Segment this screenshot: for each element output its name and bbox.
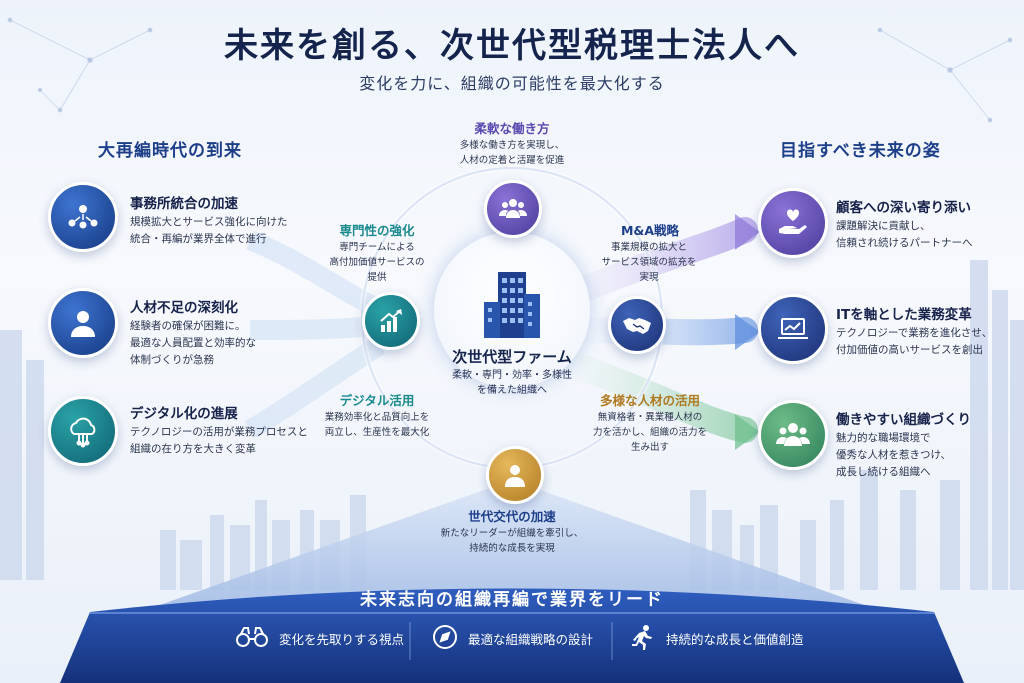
pillar-diversity-text: 無資格者・異業種人材の 力を活かし、組織の活力を 生み出す (592, 412, 707, 453)
cloud-circuit-icon (48, 396, 118, 466)
pillar-expertise-text: 専門チームによる 高付加価値サービスの 提供 (329, 242, 425, 283)
center-title: 次世代型ファーム (452, 348, 572, 366)
right-item-3-title: 働きやすい組織づくり (836, 412, 971, 428)
pillar-diversity-title: 多様な人材の活用 (599, 393, 700, 408)
growth-chart-icon (362, 292, 420, 350)
binoculars-icon (235, 626, 269, 651)
bottom-title: 未来志向の組織再編で業界をリード (360, 590, 664, 610)
laptop-chart-icon (758, 294, 828, 364)
pillar-flexible-title: 柔軟な働き方 (474, 121, 550, 136)
right-item-1-title: 顧客への深い寄り添い (836, 200, 971, 216)
pillar-flexible-text: 多様な働き方を実現し、 人材の定着と活躍を促進 (459, 140, 565, 166)
left-item-3-text: テクノロジーの活用が業務プロセスと 組織の在り方を大きく変革 (130, 426, 308, 455)
pillar-expertise-title: 専門性の強化 (339, 223, 415, 238)
bottom-item-1-label: 変化を先取りする視点 (279, 632, 405, 647)
pillar-digital-text: 業務効率化と品質向上を 両立し、生産性を最大化 (324, 412, 430, 438)
pillar-ma-title: M&A戦略 (620, 223, 679, 238)
bottom-item-2: 最適な組織戦略の設計 (432, 624, 593, 653)
page-subtitle: 変化を力に、組織の可能性を最大化する (359, 74, 665, 93)
pillar-ma-text: 事業規模の拡大と サービス領域の拡充を 実現 (601, 242, 697, 283)
heart-hand-icon (758, 188, 828, 258)
page-title: 未来を創る、次世代型税理士法人へ (224, 26, 800, 66)
building-icon (482, 268, 542, 344)
right-item-2-title: ITを軸とした業務変革 (836, 307, 972, 323)
leader-icon (486, 446, 544, 504)
bottom-item-3: 持続的な成長と価値創造 (630, 624, 804, 653)
bottom-item-2-label: 最適な組織戦略の設計 (468, 632, 594, 647)
network-people-icon (48, 182, 118, 252)
bottom-item-3-label: 持続的な成長と価値創造 (666, 632, 804, 647)
bottom-item-1: 変化を先取りする視点 (235, 626, 404, 651)
left-item-1-title: 事務所統合の加速 (130, 196, 238, 212)
left-item-2-text: 経験者の確保が困難に。 最適な人員配置と効率的な 体制づくりが急務 (130, 320, 256, 366)
left-item-2-title: 人材不足の深刻化 (130, 300, 238, 316)
pillar-generation-text: 新たなリーダーが組織を牽引し、 持続的な成長を実現 (440, 528, 584, 554)
left-item-3-title: デジタル化の進展 (130, 406, 238, 422)
pillar-digital-title: デジタル活用 (339, 393, 415, 408)
right-item-3-text: 魅力的な職場環境で 優秀な人材を惹きつけ、 成長し続ける組織へ (836, 432, 951, 478)
left-heading: 大再編時代の到来 (98, 141, 242, 161)
pillar-generation-title: 世代交代の加速 (468, 509, 556, 524)
runner-icon (630, 624, 656, 653)
right-item-1-text: 課題解決に貢献し、 信頼され続けるパートナーへ (836, 220, 973, 249)
left-item-1-text: 規模拡大とサービス強化に向けた 統合・再編が業界全体で進行 (130, 216, 288, 245)
center-text: 柔軟・専門・効率・多様性 を備えた組織へ (452, 370, 572, 396)
handshake-icon (608, 296, 666, 354)
right-heading: 目指すべき未来の姿 (780, 141, 941, 161)
group-icon (484, 180, 542, 238)
person-icon (48, 288, 118, 358)
right-item-2-text: テクノロジーで業務を進化させ、 付加価値の高いサービスを創出 (836, 327, 993, 356)
compass-icon (432, 624, 458, 653)
team-icon (758, 400, 828, 470)
